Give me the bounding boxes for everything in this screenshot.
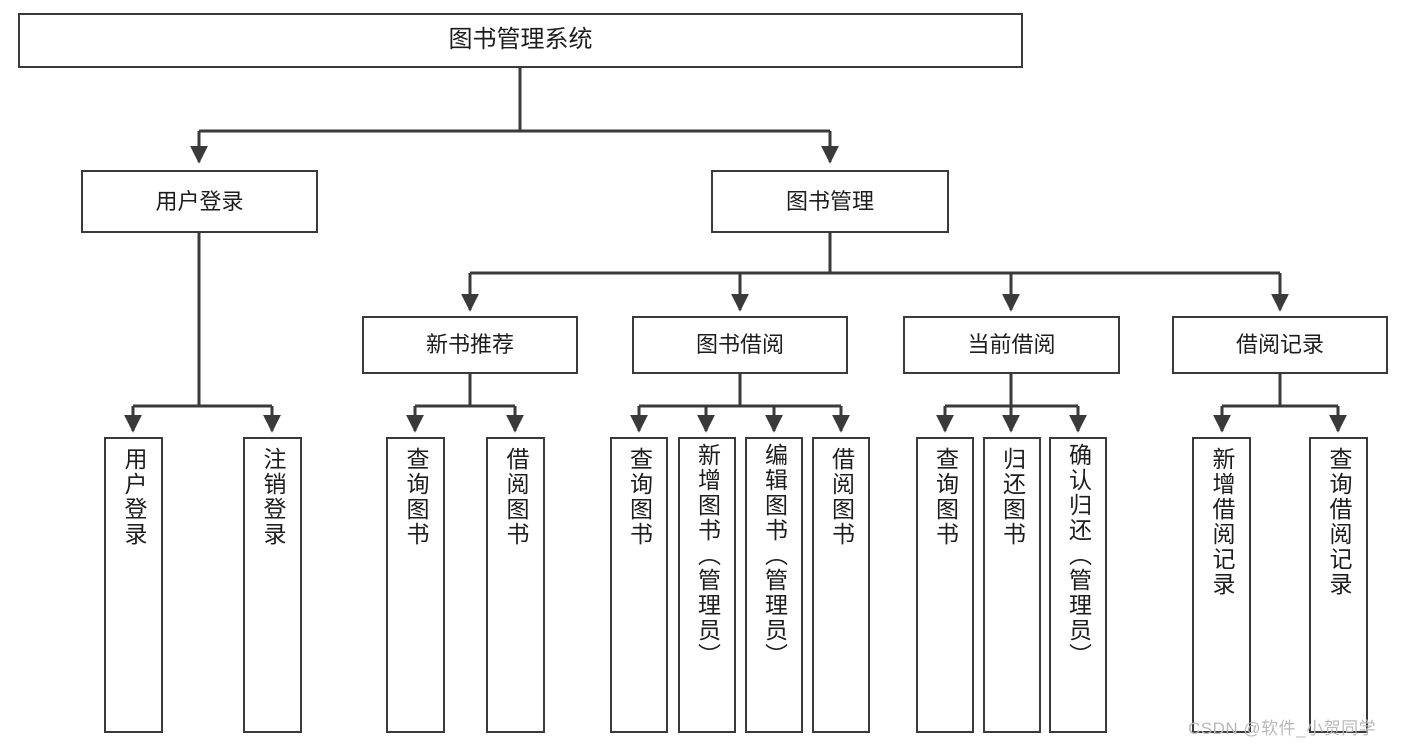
leaf-book-borrow-add-book-admin[interactable]: 新增图书（管理员） xyxy=(678,437,736,733)
leaf-new-book-query-book[interactable]: 查询图书 xyxy=(386,437,445,733)
node-new-book-recommend[interactable]: 新书推荐 xyxy=(362,316,578,374)
node-label: 新增图书（管理员） xyxy=(694,443,721,668)
node-label: 查询图书 xyxy=(403,447,429,547)
node-label: 查询图书 xyxy=(626,447,653,547)
node-label: 用户登录 xyxy=(155,188,244,214)
leaf-user-login-logout[interactable]: 注销登录 xyxy=(243,437,302,733)
leaf-borrow-record-add-record[interactable]: 新增借阅记录 xyxy=(1192,437,1251,733)
node-label: 借阅图书 xyxy=(503,447,529,547)
leaf-borrow-record-query-record[interactable]: 查询借阅记录 xyxy=(1309,437,1368,733)
node-label: 图书管理系统 xyxy=(448,26,593,54)
leaf-book-borrow-edit-book-admin[interactable]: 编辑图书（管理员） xyxy=(745,437,803,733)
csdn-watermark: CSDN @软件_小贺同学 xyxy=(1188,719,1377,738)
node-borrow-record[interactable]: 借阅记录 xyxy=(1172,316,1388,374)
node-label: 确认归还（管理员） xyxy=(1065,443,1092,668)
node-label: 图书借阅 xyxy=(695,332,784,358)
node-label: 借阅记录 xyxy=(1235,332,1324,358)
node-label: 借阅图书 xyxy=(828,447,855,547)
leaf-user-login-login[interactable]: 用户登录 xyxy=(104,437,163,733)
leaf-current-borrow-confirm-return-admin[interactable]: 确认归还（管理员） xyxy=(1049,437,1107,733)
node-label: 编辑图书（管理员） xyxy=(761,443,788,668)
node-root-book-management-system[interactable]: 图书管理系统 xyxy=(18,13,1023,68)
leaf-book-borrow-borrow-book[interactable]: 借阅图书 xyxy=(812,437,870,733)
leaf-current-borrow-query-book[interactable]: 查询图书 xyxy=(916,437,974,733)
node-label: 新增借阅记录 xyxy=(1209,447,1235,597)
node-label: 新书推荐 xyxy=(425,332,514,358)
node-label: 注销登录 xyxy=(260,447,286,547)
node-current-borrow[interactable]: 当前借阅 xyxy=(903,316,1120,374)
node-label: 图书管理 xyxy=(785,188,874,214)
leaf-book-borrow-query-book[interactable]: 查询图书 xyxy=(610,437,668,733)
node-label: 归还图书 xyxy=(999,447,1026,547)
node-label: 查询借阅记录 xyxy=(1326,447,1352,597)
leaf-current-borrow-return-book[interactable]: 归还图书 xyxy=(983,437,1041,733)
leaf-new-book-borrow-book[interactable]: 借阅图书 xyxy=(486,437,545,733)
node-label: 查询图书 xyxy=(932,447,959,547)
node-book-borrow[interactable]: 图书借阅 xyxy=(632,316,848,374)
node-label: 当前借阅 xyxy=(967,332,1056,358)
node-book-management[interactable]: 图书管理 xyxy=(711,170,949,233)
node-label: 用户登录 xyxy=(121,447,147,547)
node-user-login[interactable]: 用户登录 xyxy=(81,170,318,233)
